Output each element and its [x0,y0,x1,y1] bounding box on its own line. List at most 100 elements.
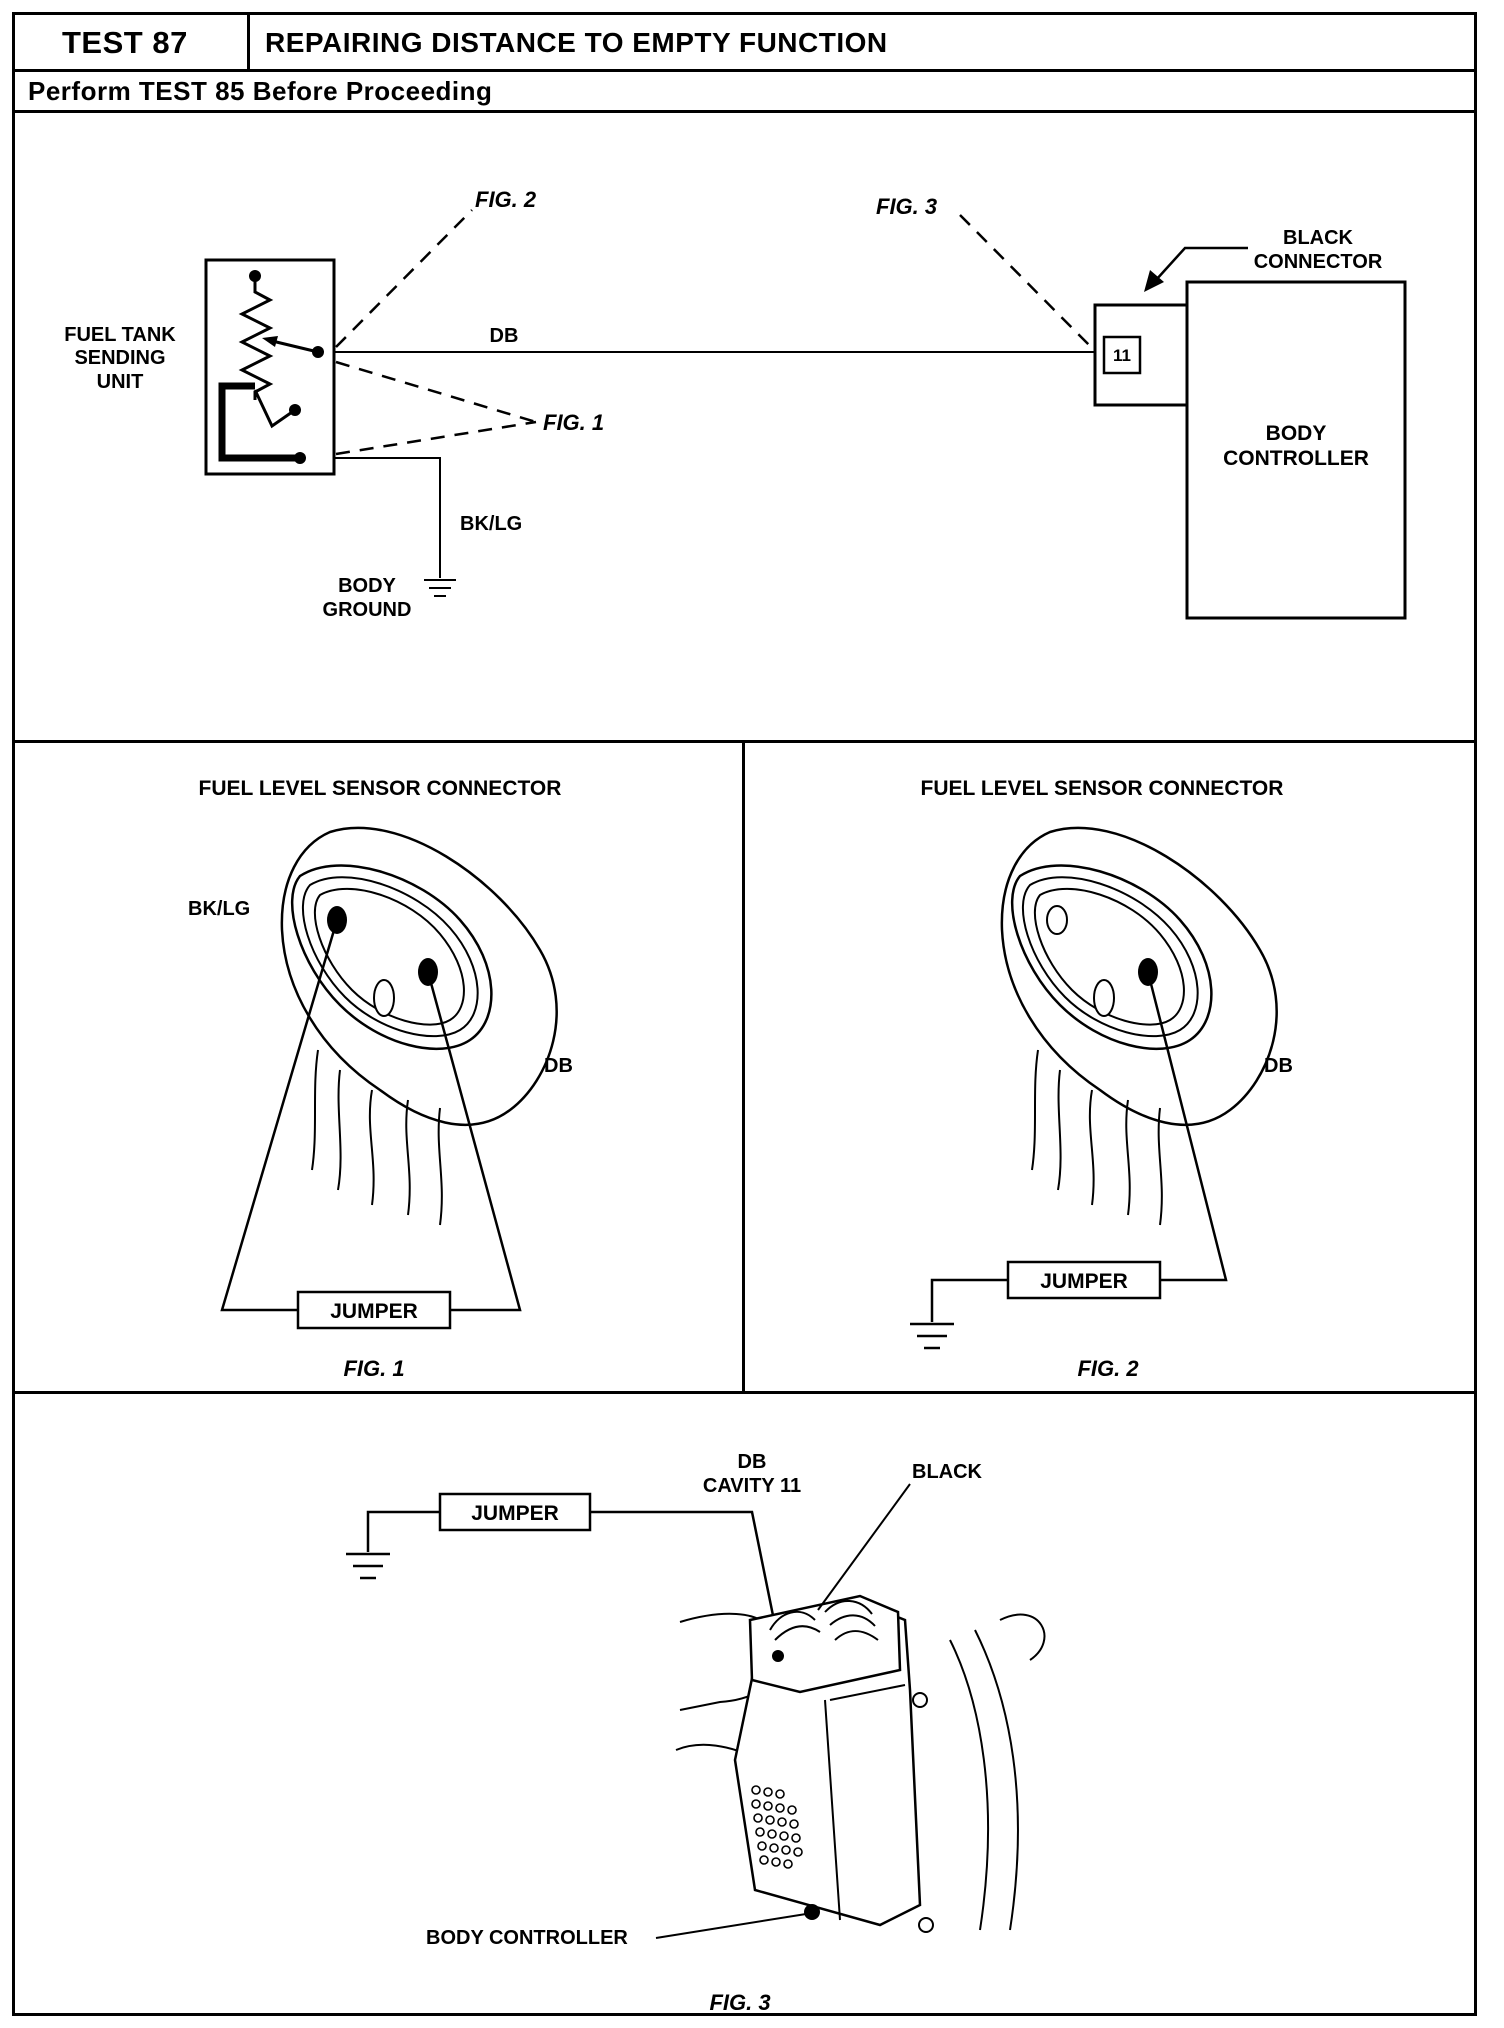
sending-unit-label-1: FUEL TANK [64,324,176,346]
fig2-bklg-terminal [1046,905,1068,935]
db-terminal [312,346,324,358]
fig2-title: FUEL LEVEL SENSOR CONNECTOR [921,777,1284,800]
fig1-center-terminal [373,979,395,1017]
sending-unit-label-2: SENDING [74,347,165,369]
bklg-wire [334,457,441,578]
page-title: REPAIRING DISTANCE TO EMPTY FUNCTION [265,27,888,58]
fig3-connector-pins-left [769,1610,821,1641]
cavity-11-box [1102,335,1142,375]
fig2-harness-wire-2 [1057,1069,1062,1191]
fig1-connector-rim-2 [301,876,479,1038]
fig1-db-label: DB [544,1055,573,1077]
fig2-drawing: FUEL LEVEL SENSOR CONNECTOR JUMPER DB FI… [910,777,1293,1381]
fig2-jumper-box [1006,1260,1162,1300]
fig2-jumper-label: JUMPER [1040,1270,1128,1293]
fig3-body-controller-dot [804,1904,820,1920]
wiper-arrowhead [262,336,278,347]
fig2-harness-wire-5 [1157,1107,1163,1226]
fig2-db-label: DB [1264,1055,1293,1077]
fig3-panel [12,1391,1477,2016]
fig3-drawing: JUMPER [346,1451,1046,2015]
fig1-jumper-box [296,1290,452,1330]
ground-terminal [294,452,306,464]
fig2-center-terminal [1093,979,1115,1017]
body-controller-label-2: CONTROLLER [1223,447,1369,470]
fig3-connector-block [748,1594,902,1694]
black-connector-label-1: BLACK [1283,227,1354,249]
fig3-connector-pins-right [824,1600,879,1641]
fig2-harness-wire-1 [1031,1049,1039,1171]
fig1-connector-rim-3 [313,887,465,1026]
wiring-schematic: FIG. 2 FIG. 3 FIG. 1 FUEL TANK SENDING U… [64,187,1407,621]
fig1-jumper-lead-left [220,919,339,1312]
fig2-harness-wire-3 [1088,1089,1095,1206]
fig2-connector-rim-2 [1021,876,1199,1038]
body-ground-label-2: GROUND [323,599,412,621]
prerequisite-note: Perform TEST 85 Before Proceeding [28,76,493,106]
fig3-jumper-lead [590,1510,782,1651]
fig3-harness-bundle [949,1629,1019,1931]
body-ground-label-1: BODY [338,575,396,597]
fig3-jumper-box [438,1492,592,1532]
fig3-housing-edge [824,1684,906,1921]
black-connector-arrowhead [1144,270,1164,292]
fig1-connector-rim-1 [291,864,493,1051]
cavity-number: 11 [1113,346,1131,365]
fig3-mount-bracket [999,1613,1046,1661]
fig2-jumper-lead-db [1146,971,1228,1282]
fig3-caption: FIG. 3 [709,1990,770,2015]
ground-switch [253,389,296,429]
bklg-wire-label: BK/LG [460,513,522,535]
ground-strap [218,382,300,462]
fig3-cavity-label-1: DB [738,1451,767,1473]
fig3-vent-holes [751,1785,803,1869]
fig1-harness-wire-4 [405,1099,411,1216]
fig3-mount-screw-bottom [918,1917,934,1933]
fig1-harness-wire-2 [337,1069,342,1191]
sending-unit-box [204,258,336,476]
fig2-connector-rim-3 [1033,887,1185,1026]
test-number: TEST 87 [62,25,188,60]
db-wire-label: DB [490,325,519,347]
body-controller-label-1: BODY [1266,422,1327,445]
black-connector-label-2: CONNECTOR [1254,251,1383,273]
body-controller-box [1185,280,1407,620]
fig3-ground-lead [366,1510,440,1552]
fig1-title: FUEL LEVEL SENSOR CONNECTOR [199,777,562,800]
black-connector-pointer [1155,246,1248,281]
fig3-body-controller-label: BODY CONTROLLER [426,1927,628,1949]
fig1-drawing: FUEL LEVEL SENSOR CONNECTOR JUMPER BK/LG… [188,777,573,1381]
prerequisite-box [12,69,1477,113]
fig2-jumper-lead-ground [930,1278,1008,1322]
fig1-leader-upper [335,360,537,424]
sending-unit-resistor [238,278,274,400]
fig3-cavity-11-dot [772,1650,784,1662]
fig2-leader [335,209,473,348]
fig3-black-label: BLACK [912,1461,983,1483]
sending-unit-label-3: UNIT [97,371,144,393]
resistor-top-terminal [249,270,261,282]
fig1-leader-lower [335,420,537,456]
fig1-jumper-label: JUMPER [330,1300,418,1323]
fig3-cavity-label-2: CAVITY 11 [703,1475,801,1497]
fig3-body-controller-leader [655,1913,807,1939]
fig2-caption: FIG. 2 [1077,1356,1139,1381]
fig3-mount-screw-top [912,1692,928,1708]
fig1-harness-wire-1 [311,1049,319,1171]
title-box [247,12,1477,72]
fig1-jumper-lead-right [426,971,522,1312]
fig1-bklg-label: BK/LG [188,898,250,920]
fig3-jumper-label: JUMPER [471,1502,559,1525]
fig1-caption: FIG. 1 [343,1356,404,1381]
fig1-harness-wire-3 [368,1089,375,1206]
fig1-ref-label: FIG. 1 [543,410,604,435]
fig1-harness-wire-5 [437,1107,443,1226]
fig2-harness-wire-4 [1125,1099,1131,1216]
fig3-leader [959,214,1095,351]
fig3-ref-label: FIG. 3 [876,194,937,219]
fig3-black-leader [817,1483,911,1611]
fig2-connector-rim-1 [1011,864,1213,1051]
fig2-ref-label: FIG. 2 [475,187,537,212]
